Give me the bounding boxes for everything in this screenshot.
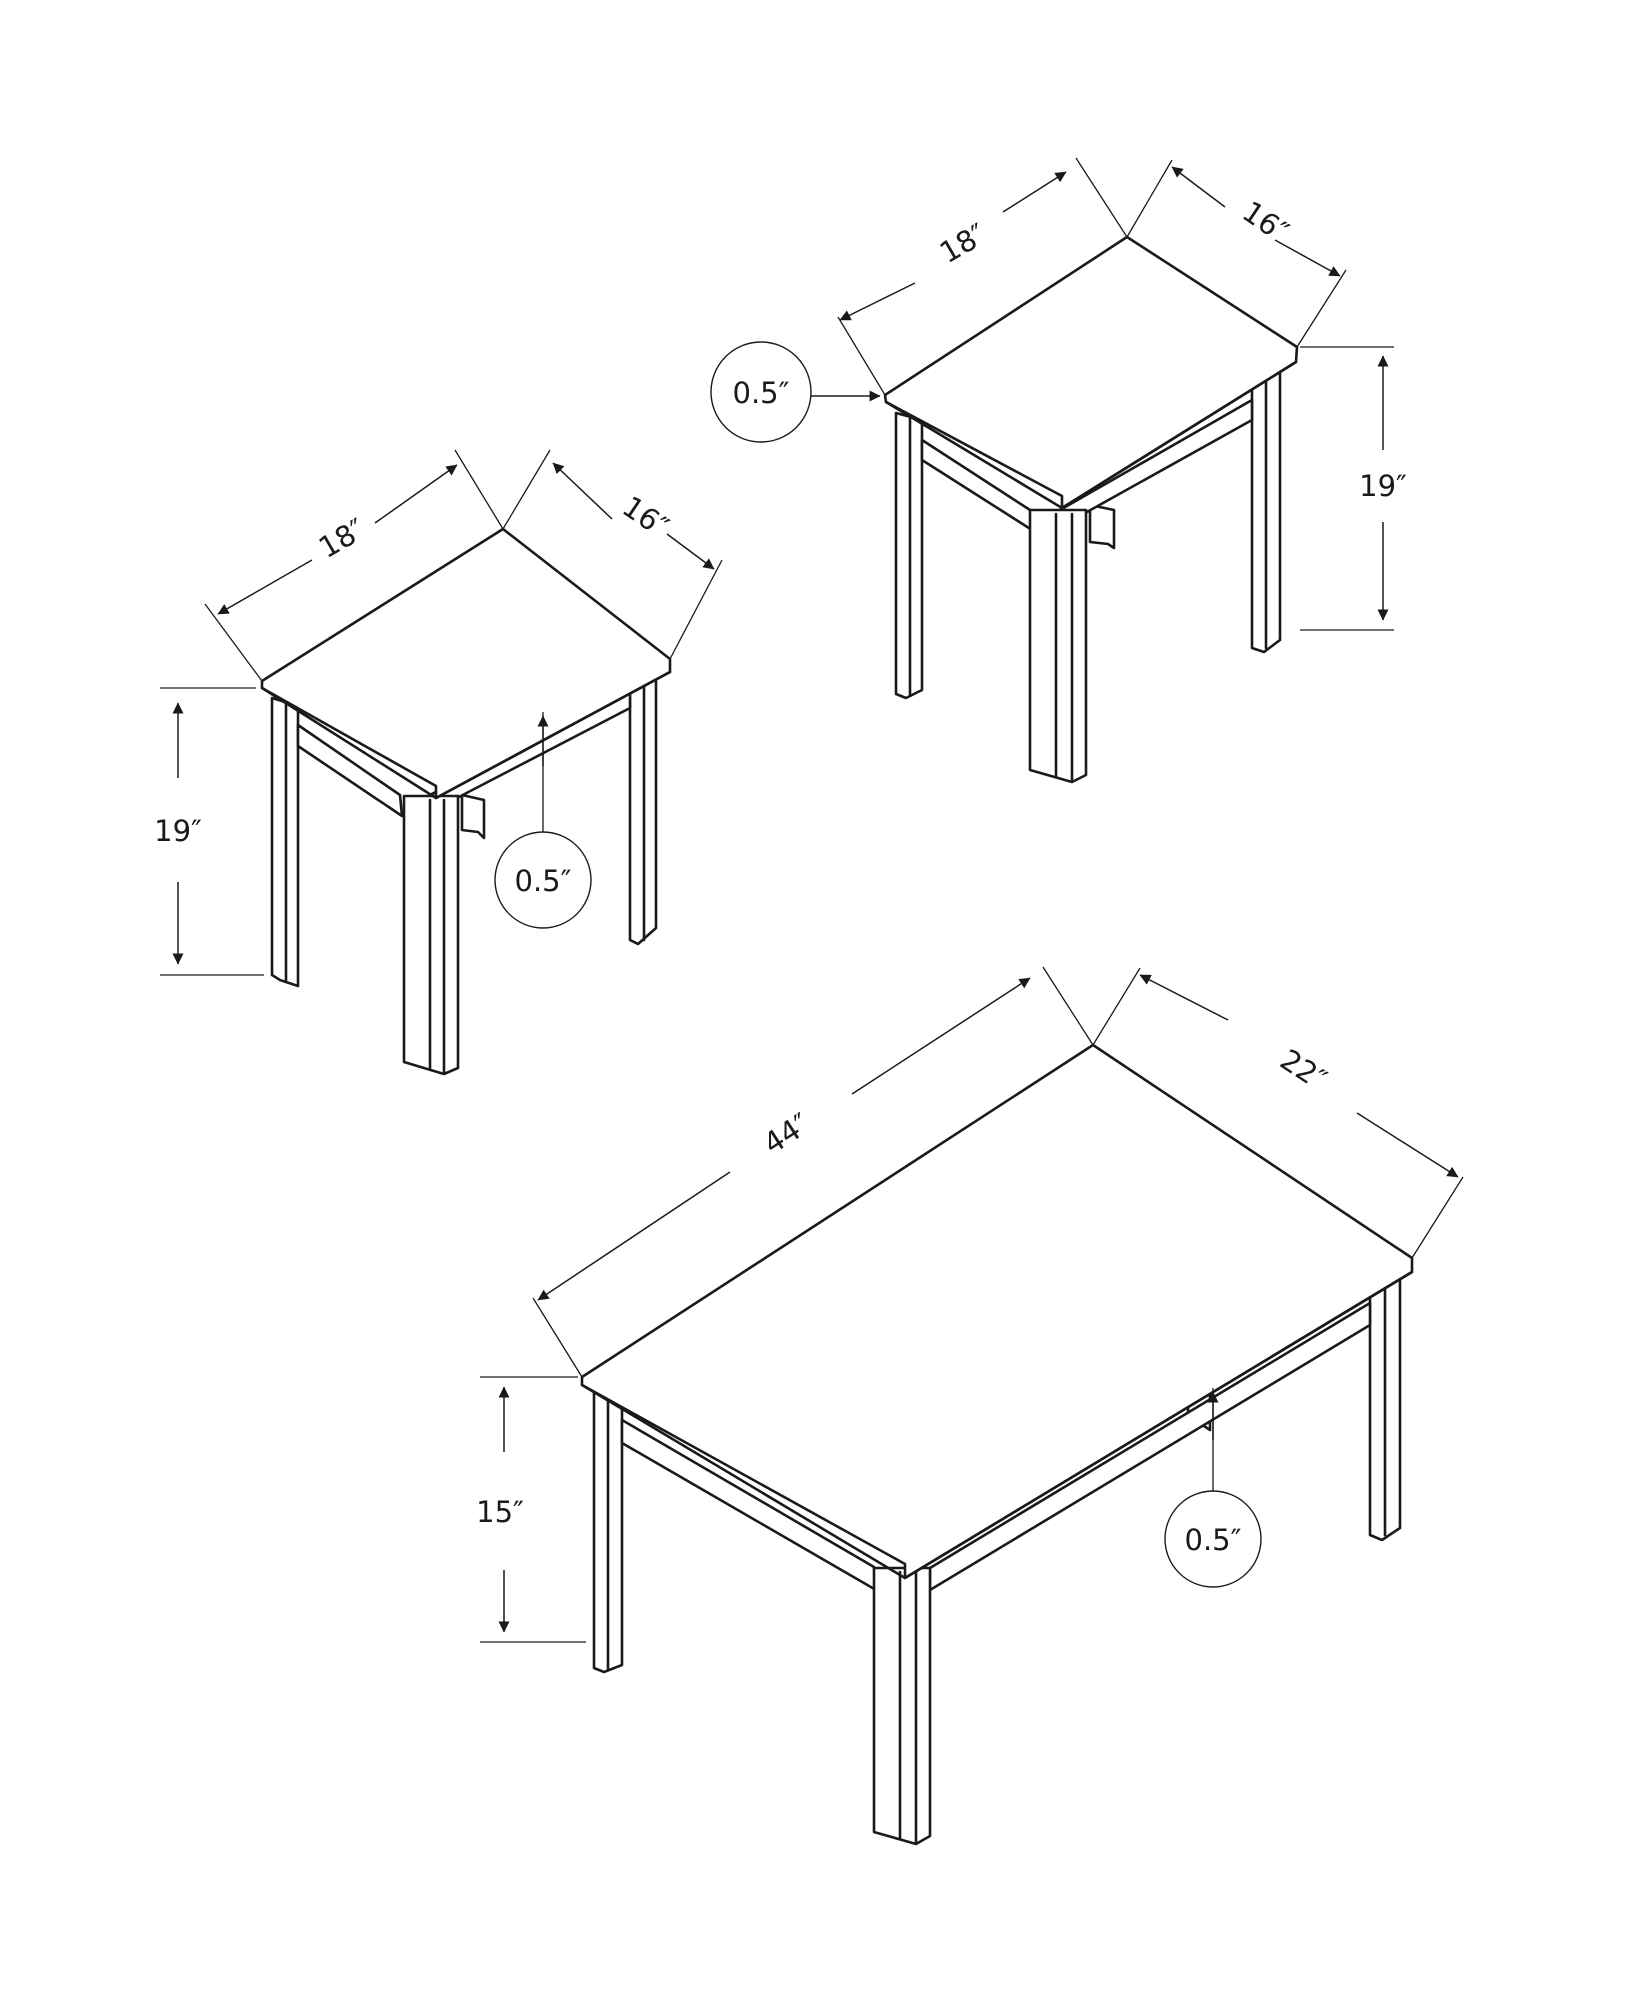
side-table-right-front-leg (1028, 508, 1088, 784)
coffee-table-length-label: 44″ (757, 1106, 816, 1161)
side-table-right-top (883, 235, 1299, 510)
side-table-left-length-label: 18″ (313, 512, 371, 565)
side-table-left-thickness-label: 0.5″ (515, 864, 572, 898)
coffee-table-top (580, 1043, 1414, 1580)
thickness-callout-circle (494, 831, 592, 929)
side-table-right-width-label: 16″ (1236, 194, 1295, 249)
coffee-table-width-label: 22″ (1274, 1042, 1333, 1097)
coffee-table-legs (592, 1266, 1402, 1674)
coffee-table-front-leg (872, 1566, 932, 1846)
coffee-table-height-label: 15″ (476, 1495, 524, 1529)
side-table-left: 18″ 16″ 19″ 0.5″ (154, 449, 723, 1076)
side-table-right-height-label: 19″ (1359, 469, 1407, 503)
side-table-left-front-leg (402, 794, 460, 1076)
side-table-right-length-label: 18″ (934, 217, 992, 270)
side-table-right-apron (920, 398, 1254, 532)
side-table-left-top (260, 527, 672, 800)
side-table-left-dimensions (160, 449, 723, 976)
side-table-left-width-label: 16″ (616, 489, 675, 544)
thickness-callout-circle (1164, 1490, 1262, 1588)
side-table-left-height-label: 19″ (154, 814, 202, 848)
side-table-right-thickness-label: 0.5″ (733, 376, 790, 410)
side-table-right-dimensions (710, 157, 1394, 631)
coffee-table-thickness-label: 0.5″ (1185, 1523, 1242, 1557)
thickness-callout-circle (710, 341, 812, 443)
side-table-right: 18″ 16″ 19″ 0.5″ (710, 157, 1407, 784)
coffee-table-dimensions (480, 966, 1464, 1643)
coffee-table: 44″ 22″ 15″ 0.5″ (476, 966, 1464, 1846)
